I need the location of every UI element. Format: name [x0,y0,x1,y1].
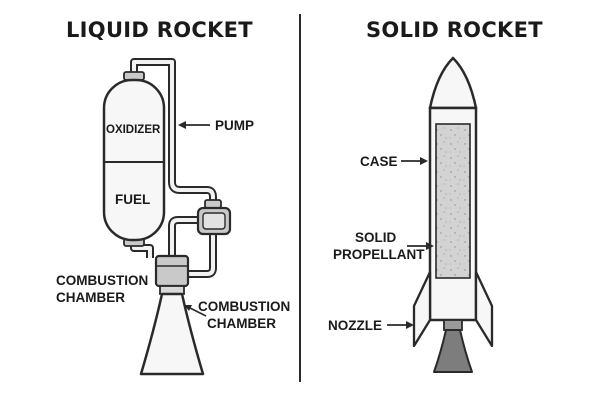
solid-rocket-title: SOLID ROCKET [366,18,543,42]
pump-label: PUMP [215,118,255,133]
nose-cone [428,56,478,110]
solid-propellant-line1: SOLID [355,230,397,245]
oxidizer-label: OXIDIZER [106,124,161,136]
combustion-chamber-label-left: COMBUSTION CHAMBER [56,272,148,306]
nozzle-label: NOZZLE [328,318,382,333]
solid-nozzle-throat [443,319,463,331]
liquid-rocket-title: LIQUID ROCKET [66,18,253,42]
combustion-chamber-right-line2: CHAMBER [207,316,276,331]
fuel-label: FUEL [115,192,151,207]
right-fin [474,270,494,348]
combustion-chamber-left-line2: CHAMBER [56,290,125,305]
pump-outlet-pipe [188,232,217,278]
solid-nozzle-bell [433,329,473,373]
combustion-chamber [154,254,190,288]
combustion-chamber-left-line1: COMBUSTION [56,273,149,288]
panel-divider [299,14,301,382]
combustion-chamber-label-right: COMBUSTION CHAMBER [198,298,290,332]
solid-propellant-line2: PROPELLANT [333,247,425,262]
liquid-nozzle-bell [139,292,205,376]
pipe-fitting-upper [204,199,222,209]
solid-propellant-label: SOLID PROPELLANT [333,229,425,263]
solid-propellant [435,123,471,279]
propellant-tank [102,78,166,242]
case-label: CASE [360,154,398,169]
left-fin [412,270,432,348]
combustion-chamber-right-line1: COMBUSTION [198,299,291,314]
